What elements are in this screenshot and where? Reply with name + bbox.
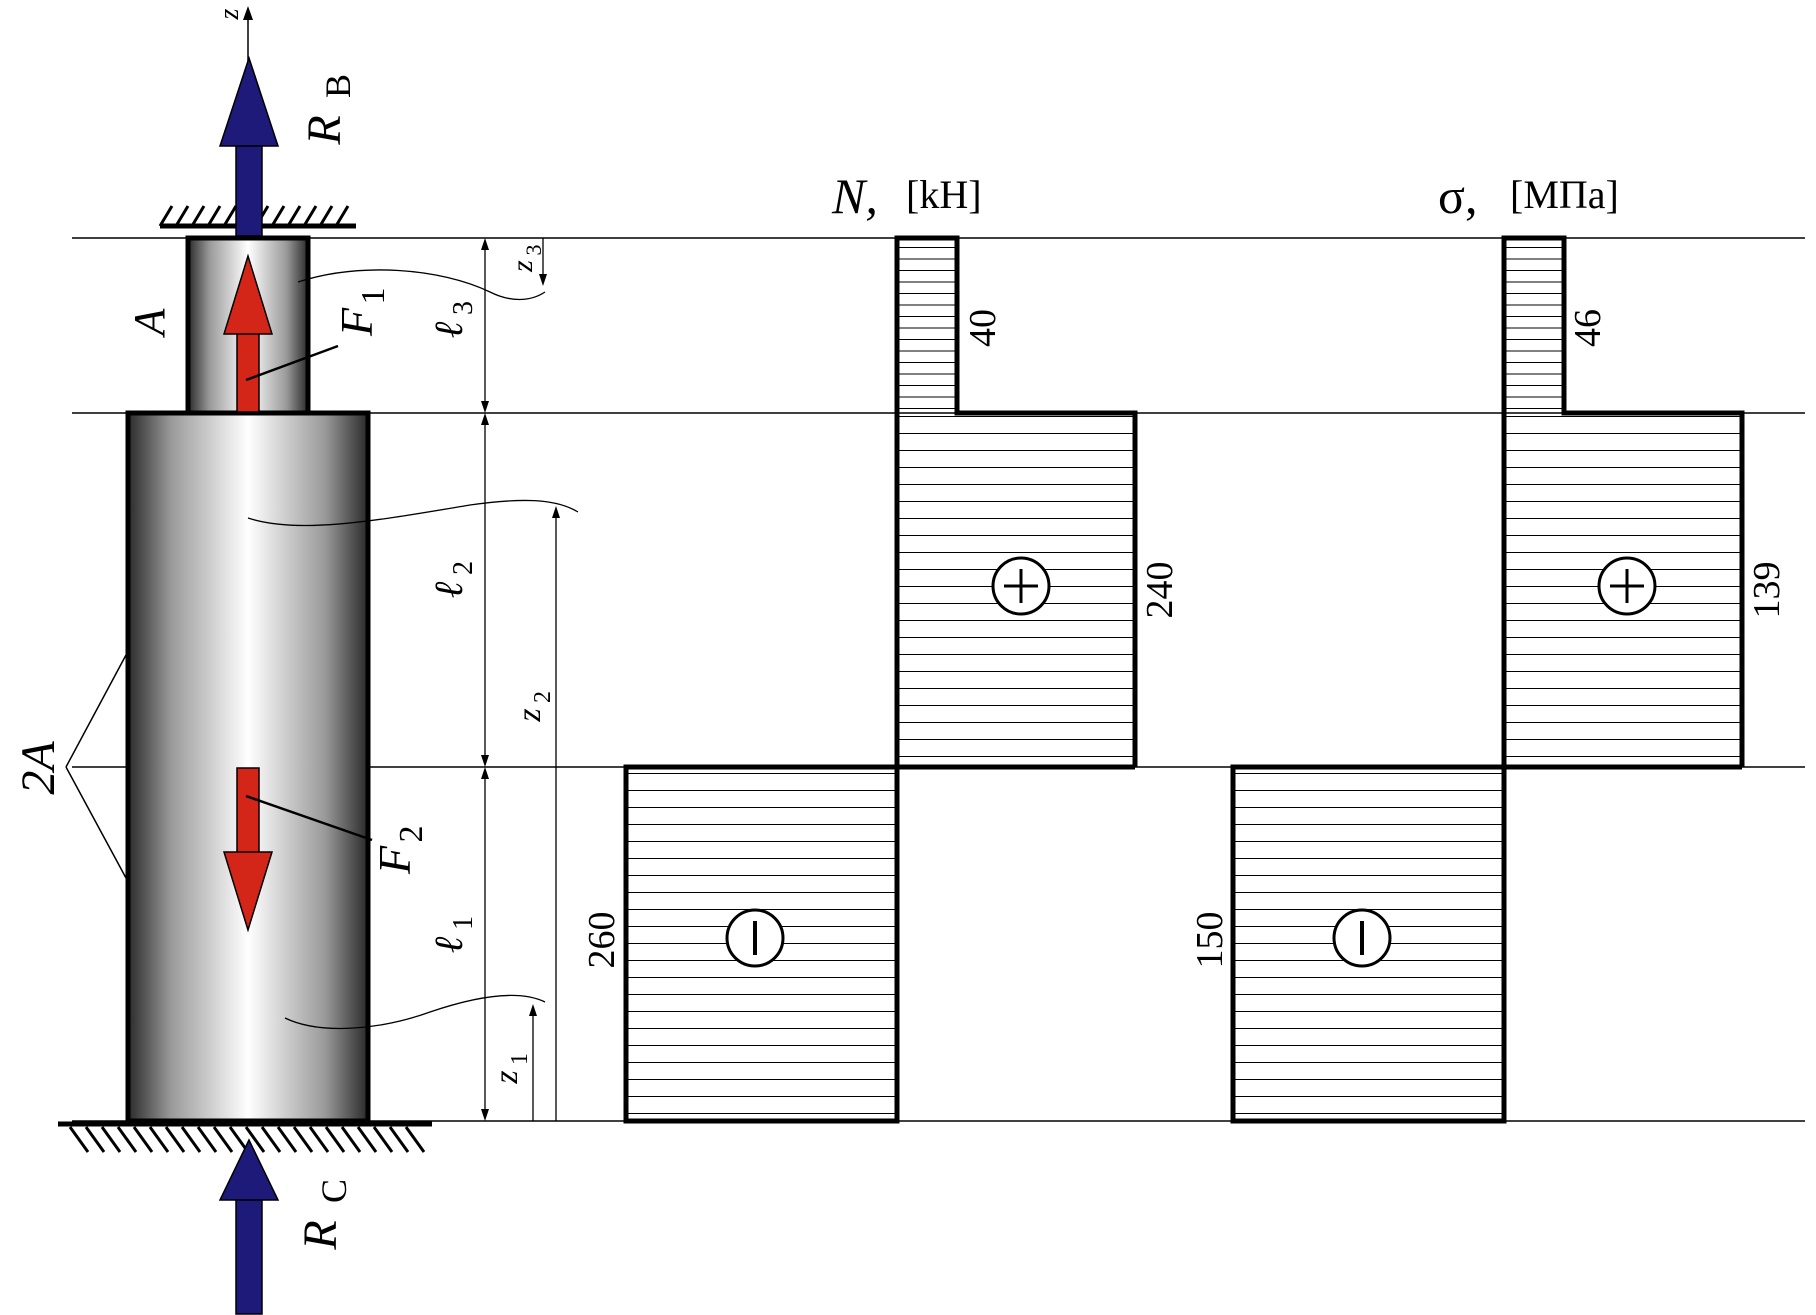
label-z2: z 2: [511, 691, 556, 723]
svg-text:3: 3: [448, 301, 479, 315]
label-area-large: 2A: [12, 741, 65, 795]
n-diagram-unit: [kH]: [906, 172, 982, 217]
svg-text:1: 1: [448, 916, 479, 930]
svg-text:2: 2: [530, 691, 556, 703]
force-arrow-f1: [222, 253, 274, 413]
bottom-support: [58, 1121, 432, 1153]
n-outline-bottom: [623, 764, 900, 1124]
sigma-outline-top: [1501, 235, 1745, 767]
f1-leader: [245, 344, 339, 382]
svg-text:C: C: [314, 1179, 354, 1203]
n-region-top: [897, 238, 957, 413]
svg-text:2: 2: [393, 826, 430, 843]
svg-text:1: 1: [507, 1053, 533, 1065]
n-plus-sign: [991, 556, 1051, 616]
svg-text:z: z: [488, 1070, 525, 1084]
svg-text:F: F: [369, 845, 420, 875]
n-outline-top: [894, 235, 1138, 767]
svg-text:R: R: [294, 1220, 347, 1250]
svg-text:F: F: [331, 307, 382, 337]
dimension-lines: [481, 238, 560, 1121]
n-diagram-symbol: N,: [831, 168, 878, 224]
sigma-diagram-unit: [MПa]: [1510, 172, 1619, 217]
force-arrow-f2: [222, 767, 274, 933]
sigma-minus-sign: [1332, 908, 1392, 968]
area-2A-pointer: [65, 654, 127, 879]
svg-text:z: z: [506, 260, 539, 273]
n-value-top: 40: [962, 309, 1004, 347]
z-axis-label: z: [214, 8, 245, 20]
svg-text:z: z: [511, 708, 548, 722]
label-rc: R C: [294, 1179, 354, 1251]
diagram-sigma: [1230, 235, 1745, 1124]
svg-text:ℓ: ℓ: [426, 581, 471, 598]
label-l1: ℓ 1: [426, 916, 479, 953]
n-value-bottom: 260: [581, 912, 623, 969]
svg-text:ℓ: ℓ: [426, 936, 471, 953]
svg-text:ℓ: ℓ: [426, 321, 471, 338]
label-f2: F 2: [369, 826, 430, 876]
label-l3: ℓ 3: [426, 301, 479, 338]
sigma-region-top: [1504, 238, 1564, 413]
sigma-value-middle: 139: [1746, 562, 1788, 619]
reaction-arrow-top: [218, 55, 280, 237]
labels: z R B R C A 2A F 1 F 2 ℓ 3 ℓ: [12, 8, 1788, 1250]
svg-text:2: 2: [448, 561, 479, 575]
svg-text:3: 3: [521, 245, 546, 256]
rod-large-section: [125, 410, 371, 1124]
z-axis: [243, 6, 253, 64]
sigma-value-bottom: 150: [1189, 912, 1231, 969]
sigma-value-top: 46: [1567, 309, 1609, 347]
f2-leader: [245, 794, 373, 842]
label-l2: ℓ 2: [426, 561, 479, 598]
n-minus-sign: [725, 908, 785, 968]
section-leaders: [247, 269, 579, 1030]
svg-text:B: B: [318, 74, 358, 98]
sigma-plus-sign: [1597, 556, 1657, 616]
label-z3: z 3: [506, 245, 546, 273]
rod: [58, 6, 579, 1315]
label-area-small: A: [125, 307, 174, 338]
label-f1: F 1: [331, 288, 392, 338]
diagram-n: [623, 235, 1138, 1124]
reaction-arrow-bottom: [218, 1138, 280, 1315]
svg-text:R: R: [298, 115, 351, 145]
label-rb: R B: [298, 74, 358, 146]
n-value-middle: 240: [1139, 562, 1181, 619]
svg-text:1: 1: [355, 288, 392, 305]
label-z1: z 1: [488, 1053, 533, 1085]
sigma-diagram-symbol: σ,: [1438, 168, 1477, 224]
sigma-outline-bottom: [1230, 764, 1507, 1124]
